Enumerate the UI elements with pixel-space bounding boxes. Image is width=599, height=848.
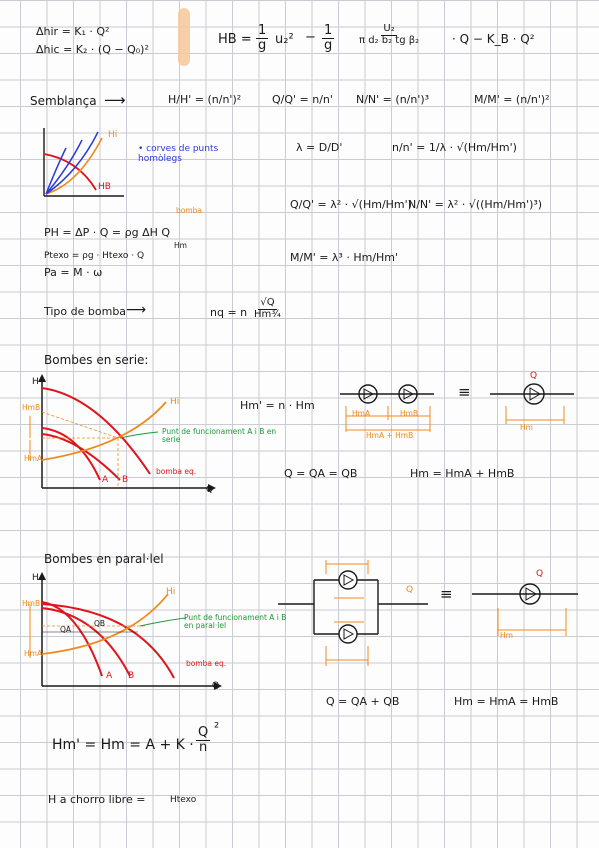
- series-curve-a: A: [102, 475, 109, 485]
- series-title: Bombes en serie:: [44, 353, 149, 367]
- q-ratio: Q/Q' = n/n': [272, 93, 333, 106]
- series-axis-q: Q: [206, 485, 214, 495]
- hb-u2: u₂²: [275, 32, 294, 47]
- series-hm-eq: Hm' = n · Hm: [240, 399, 315, 412]
- power-hm-note: Hm: [174, 241, 187, 250]
- parallel-title: Bombes en paral·lel: [44, 552, 164, 566]
- h-ratio: H/H' = (n/n')²: [168, 93, 242, 106]
- series-hmb: HmB: [22, 403, 41, 412]
- bomba-note: bomba: [176, 206, 203, 215]
- semblanca-arrow: ⟶: [104, 91, 126, 109]
- chorro-value: Htexo: [170, 795, 197, 805]
- series-bomba-eq: bomba eq.: [156, 467, 197, 476]
- series-q-label: Q: [530, 371, 538, 381]
- parallel-curve-b: B: [128, 671, 135, 681]
- series-hm: Hm: [520, 423, 533, 432]
- parallel-qa: QA: [60, 625, 72, 634]
- series-hi: Hi: [170, 397, 180, 407]
- highlighter-mark: [178, 8, 190, 66]
- parallel-hma: HmA: [24, 649, 43, 658]
- parallel-point-label: Punt de funcionament A i B en paral·lel: [184, 613, 287, 631]
- hb-tail: · Q − K_B · Q²: [452, 32, 535, 46]
- parallel-q-relation: Q = QA + QB: [326, 695, 400, 708]
- n-ratio: N/N' = (n/n')³: [356, 93, 430, 106]
- lambda-d: λ = D/D': [296, 141, 343, 154]
- final-formula-lhs: Hm' = Hm = A + K ·: [52, 737, 194, 753]
- n-lambda: n/n' = 1/λ · √(Hm/Hm'): [392, 141, 517, 154]
- series-axis-h: H: [32, 377, 39, 387]
- power-ptex: Ptexo = ρg · Htexo · Q: [44, 251, 145, 261]
- parallel-qb: QB: [94, 619, 106, 628]
- series-hma: HmA: [24, 454, 43, 463]
- parallel-axis-q: Q: [212, 681, 220, 691]
- parallel-hm-relation: Hm = HmA = HmB: [454, 695, 559, 708]
- pump-type-label: Tipo de bomba: [44, 305, 127, 318]
- series-hm-b: HmB: [400, 409, 419, 418]
- loss-formula-2: Δhic = K₂ · (Q − Q₀)²: [36, 43, 149, 56]
- series-hm-relation: Hm = HmA + HmB: [410, 467, 515, 480]
- homologous-hb: HB: [98, 182, 111, 192]
- parallel-axis-h: H: [32, 573, 39, 583]
- series-point-label: Punt de funcionament A i B en serie: [162, 427, 277, 445]
- series-equiv: ≡: [458, 383, 471, 401]
- parallel-q-flow: Q: [406, 585, 414, 595]
- series-curve-b: B: [122, 475, 129, 485]
- hb-lhs: HB =: [218, 32, 252, 47]
- parallel-q-label: Q: [536, 569, 544, 579]
- pump-type-arrow: ⟶: [126, 302, 147, 318]
- parallel-bomba-eq: bomba eq.: [186, 659, 227, 668]
- series-pump-diagram: [340, 383, 574, 432]
- series-q-relation: Q = QA = QB: [284, 467, 358, 480]
- homologous-hi: Hi: [108, 130, 118, 140]
- power-ph: PH = ΔP · Q = ρg ΔH Q: [44, 226, 171, 239]
- semblanca-label: Semblança: [30, 94, 97, 108]
- series-hm-a: HmA: [352, 409, 371, 418]
- final-formula-pow: ²: [214, 721, 220, 736]
- parallel-curve-a: A: [106, 671, 113, 681]
- N-lambda: N/N' = λ² · √((Hm/Hm')³): [408, 198, 543, 211]
- pump-type-formula: nq = n: [210, 306, 248, 319]
- loss-formula-1: Δhir = K₁ · Q²: [36, 25, 110, 38]
- series-chart: [29, 374, 216, 492]
- parallel-hmb: HmB: [22, 599, 41, 608]
- m-ratio: M/M' = (n/n')²: [474, 93, 550, 106]
- q-lambda: Q/Q' = λ² · √(Hm/Hm'): [290, 198, 412, 211]
- power-pa: Pa = M · ω: [44, 266, 103, 279]
- homologous-sketch: [43, 128, 124, 197]
- parallel-equiv: ≡: [440, 585, 453, 603]
- chorro-text: H a chorro libre =: [48, 793, 146, 806]
- m-lambda: M/M' = λ³ · Hm/Hm': [290, 251, 399, 264]
- parallel-chart: [29, 572, 222, 690]
- series-hm-ab: HmA + HmB: [366, 431, 414, 440]
- hb-minus: −: [305, 30, 316, 45]
- parallel-hm: Hm: [500, 631, 513, 640]
- parallel-pump-diagram: [278, 560, 578, 666]
- parallel-hi: Hi: [166, 587, 176, 597]
- homologous-text: • corves de punts homòlegs: [138, 144, 219, 164]
